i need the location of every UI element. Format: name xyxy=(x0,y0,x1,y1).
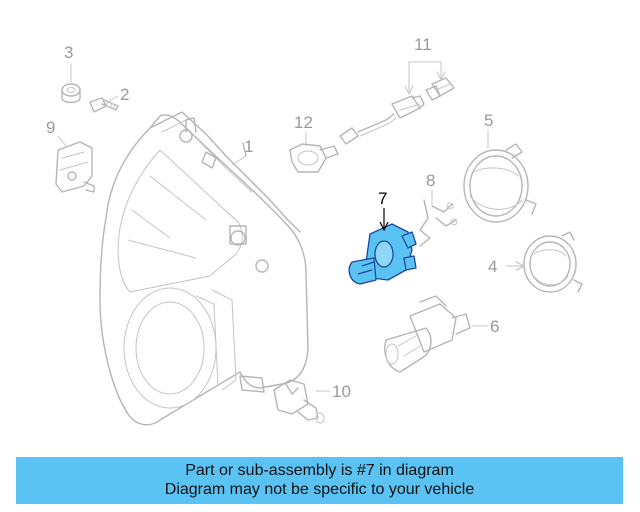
part-8-clip xyxy=(419,199,458,247)
part-6-bulb xyxy=(384,295,471,373)
label-part-7: 7 xyxy=(378,189,387,208)
banner-line-2: Diagram may not be specific to your vehi… xyxy=(164,481,475,498)
part-12-socket xyxy=(289,143,339,173)
label-part-5: 5 xyxy=(484,111,493,130)
part-9-bracket xyxy=(55,141,95,193)
label-part-4: 4 xyxy=(488,257,497,276)
label-part-10: 10 xyxy=(332,382,351,401)
label-part-12: 12 xyxy=(294,113,313,132)
headlamp-assembly xyxy=(99,111,309,426)
info-banner: Part or sub-assembly is #7 in diagram Di… xyxy=(16,457,623,504)
part-7-bulb-highlighted xyxy=(348,223,417,285)
label-part-2: 2 xyxy=(120,85,129,104)
part-2-screw xyxy=(89,97,119,113)
banner-line-1: Part or sub-assembly is #7 in diagram xyxy=(185,462,454,479)
label-part-6: 6 xyxy=(490,317,499,336)
label-part-8: 8 xyxy=(426,171,435,190)
part-5-ring xyxy=(463,143,537,223)
parts-diagram: 1 3 2 9 11 12 xyxy=(46,35,583,426)
label-part-3: 3 xyxy=(64,43,73,62)
part-10-connector xyxy=(273,379,325,424)
label-part-1: 1 xyxy=(244,137,253,156)
label-part-9: 9 xyxy=(46,118,55,137)
label-part-11: 11 xyxy=(414,35,432,54)
part-3-grommet xyxy=(61,83,81,104)
part-4-ring xyxy=(523,231,583,293)
part-11-harness xyxy=(339,77,455,145)
